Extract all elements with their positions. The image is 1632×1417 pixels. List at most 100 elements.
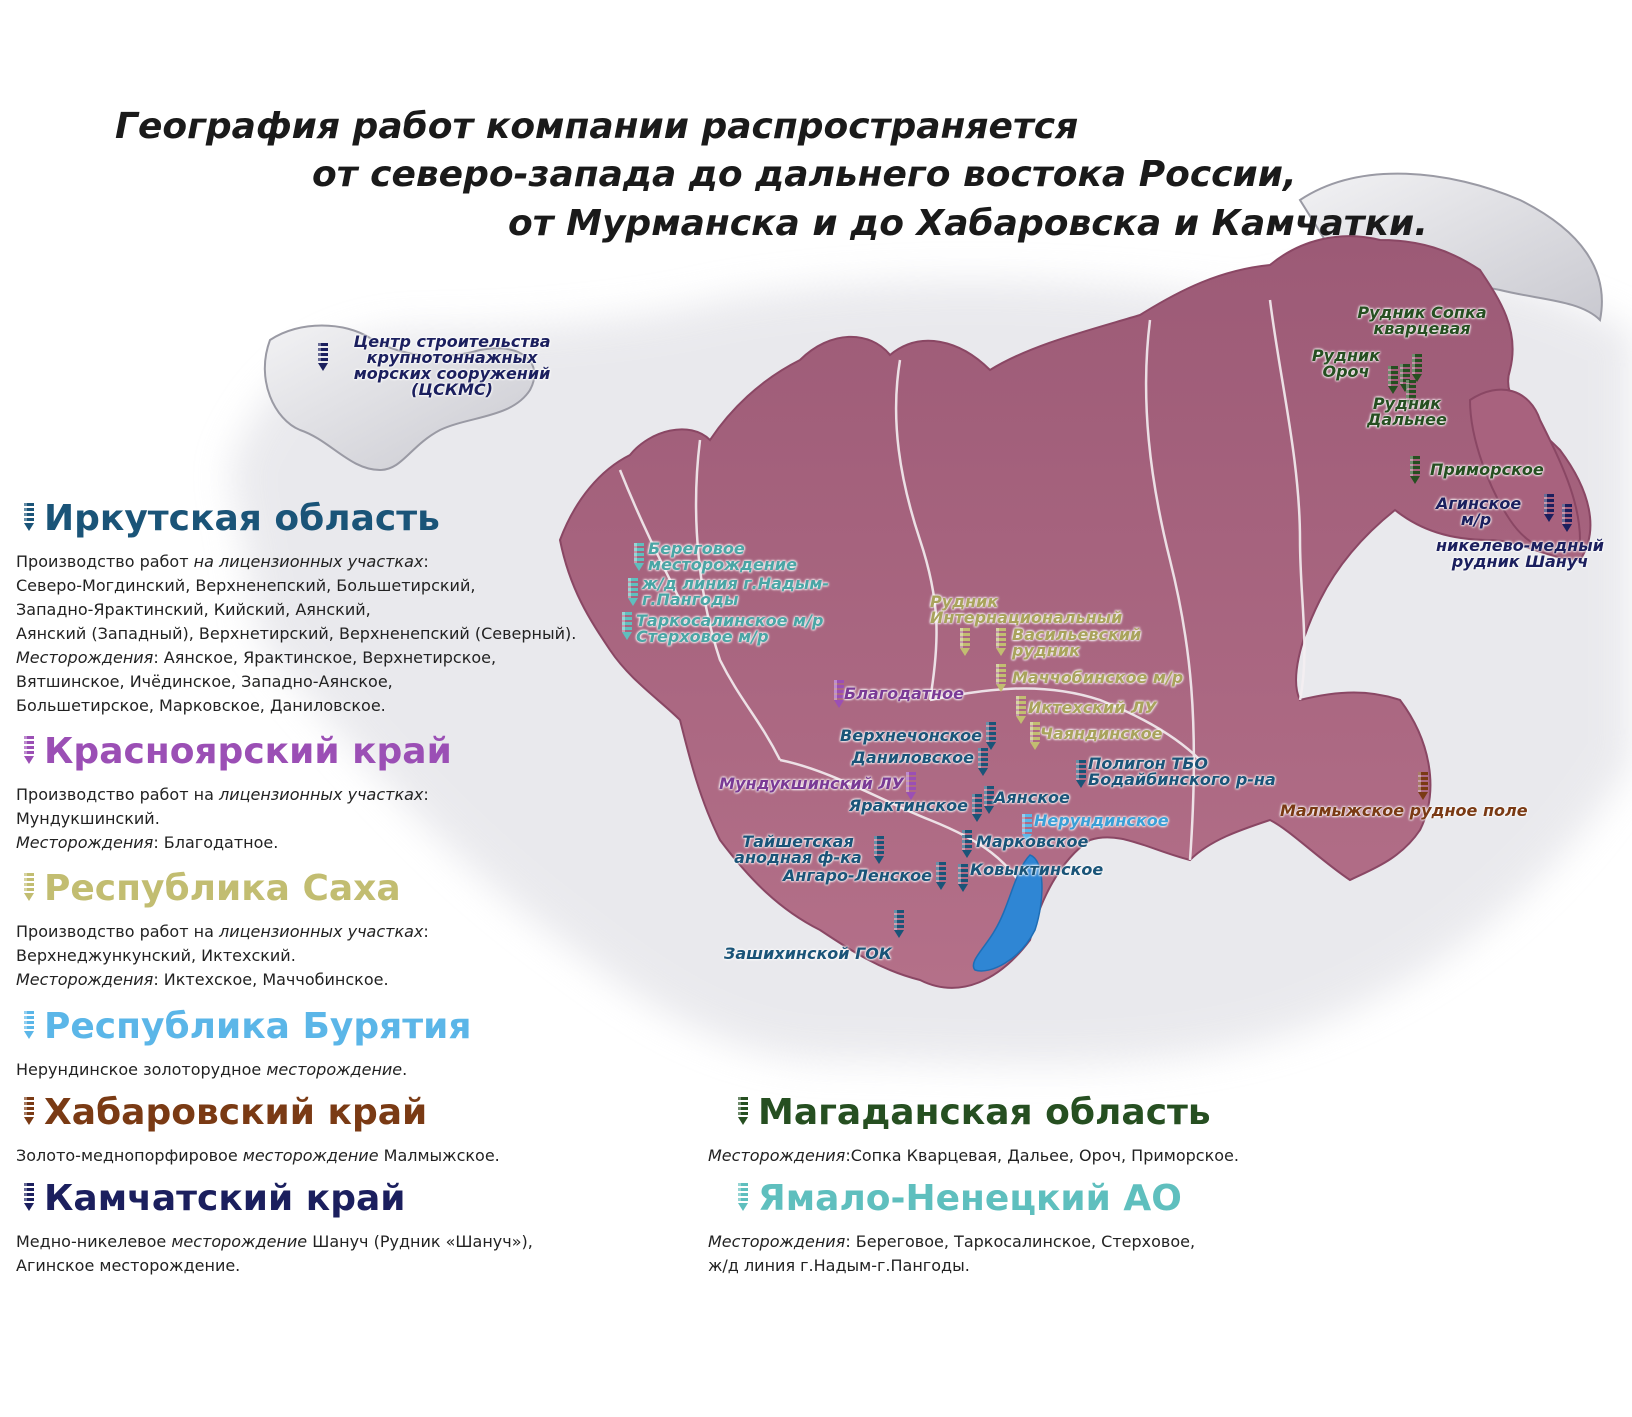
pin-danilovskoe-icon (978, 748, 988, 776)
region-description: Месторождения: Береговое, Таркосалинское… (708, 1230, 1195, 1278)
site-label-verkhnechonskoe: Верхнечонское (840, 726, 982, 745)
drill-pin-icon (24, 1097, 34, 1129)
region-description: Производство работ на лицензионных участ… (16, 920, 429, 992)
plain-text: Производство работ (16, 552, 194, 571)
site-label-taishet: Тайшетская анодная ф-ка (734, 832, 862, 867)
pin-blagodatnoe-icon (834, 680, 844, 708)
drill-pin-icon (24, 1183, 34, 1215)
description-line: Агинское месторождение. (16, 1254, 533, 1278)
plain-text: Западно-Ярактинский, Кийский, Аянский, (16, 600, 371, 619)
pin-chayandinskoe-icon (1030, 722, 1040, 750)
pin-beregovoe-icon (634, 543, 644, 571)
site-label-internatsionalny: Рудник Интернациональный (930, 592, 1123, 627)
plain-text: : Береговое, Таркосалинское, Стерховое, (845, 1232, 1196, 1251)
pin-railway-icon (628, 578, 638, 606)
pin-zashikhinsky-icon (894, 910, 904, 938)
site-label-danilovskoe: Даниловское (851, 748, 974, 767)
pin-machchoba-icon (996, 664, 1006, 692)
emphasized-text: Месторождения (16, 970, 154, 989)
site-label-chayandinskoe: Чаяндинское (1040, 724, 1163, 743)
pin-vasilievsky-icon (996, 628, 1006, 656)
region-name: Республика Бурятия (44, 1006, 472, 1047)
site-label-sopka: Рудник Сопка кварцевая (1357, 303, 1487, 338)
emphasized-text: месторождение (242, 1146, 379, 1165)
description-line: Производство работ на лицензионных участ… (16, 920, 429, 944)
plain-text: Золото-меднопорфировое (16, 1146, 243, 1165)
description-line: Большетирское, Марковское, Даниловское. (16, 694, 576, 718)
region-name: Красноярский край (44, 731, 452, 772)
region-heading-sakha: Республика Саха (24, 867, 429, 911)
region-description: Золото-меднопорфировое месторождение Мал… (16, 1144, 500, 1168)
description-line: Месторождения:Сопка Кварцевая, Дальее, О… (708, 1144, 1239, 1168)
site-label-beregovoe: Береговое месторождение (648, 539, 797, 574)
site-label-machchoba: Маччобинское м/р (1012, 668, 1184, 687)
emphasized-text: месторождение (171, 1232, 308, 1251)
region-description: Нерундинское золоторудное месторождение. (16, 1058, 471, 1082)
drill-pin-icon (24, 1011, 34, 1043)
region-description: Производство работ на лицензионных участ… (16, 783, 452, 855)
page-title-line-2: от северо-запада до дальнего востока Рос… (312, 154, 1297, 195)
region-name: Иркутская область (44, 498, 440, 539)
description-line: Вятшинское, Ичёдинское, Западно-Аянское, (16, 670, 576, 694)
pin-primorskoe-icon (1410, 456, 1420, 484)
pin-nerundinskoe-icon (1022, 814, 1032, 842)
plain-text: : Благодатное. (153, 833, 279, 852)
plain-text: . (402, 1060, 408, 1079)
description-line: Месторождения: Благодатное. (16, 831, 452, 855)
drill-pin-icon (738, 1183, 748, 1215)
pin-angaro-icon (936, 862, 946, 890)
plain-text: Северо-Могдинский, Верхненепский, Больше… (16, 576, 476, 595)
region-heading-yamal: Ямало-Ненецкий АО (738, 1177, 1195, 1221)
description-line: Производство работ на лицензионных участ… (16, 550, 576, 574)
drill-pin-icon (24, 873, 34, 905)
description-line: Золото-меднопорфировое месторождение Мал… (16, 1144, 500, 1168)
russia-region-shape (558, 235, 1592, 989)
plain-text: Шануч (Рудник «Шануч»), (307, 1232, 533, 1251)
site-label-kovyktinskoe: Ковыктинское (970, 860, 1104, 879)
page-title-line-1: География работ компании распространяетс… (115, 106, 1079, 147)
description-line: Западно-Ярактинский, Кийский, Аянский, (16, 598, 576, 622)
pin-internatsionalny-icon (960, 628, 970, 656)
emphasized-text: Месторождения (708, 1232, 846, 1251)
site-label-blagodatnoe: Благодатное (844, 684, 964, 703)
pin-verkhnechonskoe-icon (986, 722, 996, 750)
pin-taishet-icon (874, 836, 884, 864)
description-line: Месторождения: Иктехское, Маччобинское. (16, 968, 429, 992)
irkutsk-pin-murmansk-icon (318, 343, 328, 371)
description-line: Месторождения: Аянское, Ярактинское, Вер… (16, 646, 576, 670)
pin-markovskoe-icon (962, 830, 972, 858)
emphasized-text: месторождение (266, 1060, 403, 1079)
plain-text: Медно-никелевое (16, 1232, 172, 1251)
plain-text: Агинское месторождение. (16, 1256, 241, 1275)
pin-kovyktinskoe-icon (958, 864, 968, 892)
site-label-yaraktinskoe: Ярактинское (848, 796, 968, 815)
region-name: Республика Саха (44, 868, 401, 909)
pin-iktekh-icon (1016, 696, 1026, 724)
plain-text: Аянский (Западный), Верхнетирский, Верхн… (16, 624, 577, 643)
plain-text: Малмыжское. (378, 1146, 500, 1165)
site-label-aginskoe: Агинское м/р (1436, 494, 1522, 529)
site-label-railway: ж/д линия г.Надым-г.Пангоды (642, 574, 830, 609)
lake-baikal (972, 854, 1043, 972)
pin-aginskoe-2-icon (1562, 504, 1572, 532)
description-line: ж/д линия г.Надым-г.Пангоды. (708, 1254, 1195, 1278)
site-label-mundukshinsky: Мундукшинский ЛУ (719, 774, 904, 793)
site-label-angaro: Ангаро-Ленское (782, 866, 932, 885)
site-label-ayanskoe: Аянское (994, 788, 1070, 807)
drill-pin-icon (24, 503, 34, 535)
site-label-nerundinskoe: Нерундинское (1034, 811, 1169, 830)
plain-text: :Сопка Кварцевая, Дальее, Ороч, Приморск… (845, 1146, 1239, 1165)
site-label-iktekh: Иктехский ЛУ (1028, 698, 1157, 717)
site-label-murmansk: Центр строительства крупнотоннажных морс… (353, 332, 551, 399)
site-label-malmyzh: Малмыжское рудное поле (1280, 801, 1528, 820)
pin-sopka-1-icon (1412, 354, 1422, 382)
site-label-tarkosale: Таркосалинское м/р (636, 611, 824, 630)
region-description: Производство работ на лицензионных участ… (16, 550, 576, 718)
pin-malmyzh-icon (1418, 772, 1428, 800)
region-heading-irkutsk: Иркутская область (24, 497, 576, 541)
plain-text: Нерундинское золоторудное (16, 1060, 267, 1079)
